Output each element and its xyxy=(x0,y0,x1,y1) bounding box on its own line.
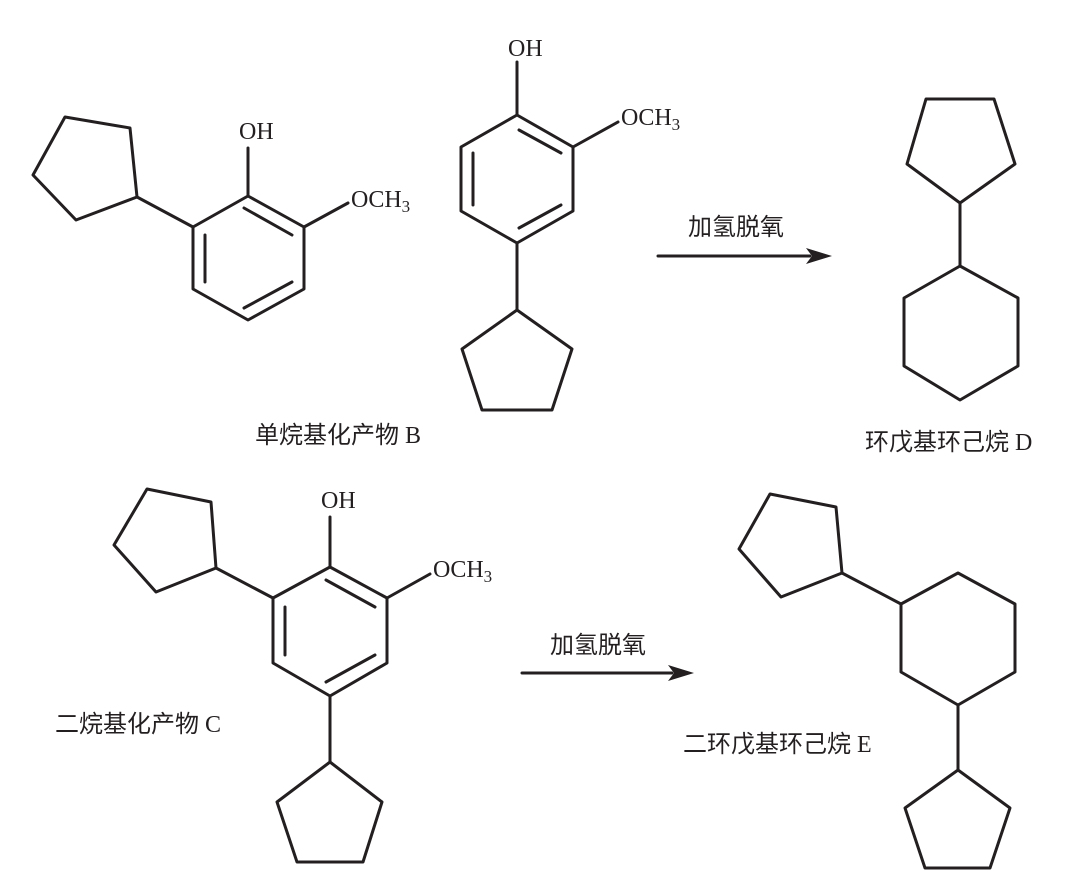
cyclopentyl-attachment-bond-ortho xyxy=(214,566,275,600)
methoxy-bond xyxy=(385,572,432,600)
reaction-arrow-bottom: 加氢脱氧 xyxy=(520,631,694,681)
methoxy-label: OCH3 xyxy=(621,105,680,134)
cyclopentyl-ring xyxy=(31,115,139,222)
cyclopentane-ring-lower xyxy=(903,768,1012,870)
molecule-dicyclopentylcyclohexane xyxy=(737,492,1017,870)
hydroxyl-label: OH xyxy=(321,488,356,514)
hydroxyl-label: OH xyxy=(239,119,274,145)
aromatic-inner-bond xyxy=(242,206,294,237)
cyclopentyl-ring-ortho xyxy=(112,487,218,594)
molecule-2-cyclopentyl-6-methoxyphenol: OH OCH3 xyxy=(31,115,410,322)
aromatic-inner-bond xyxy=(517,128,563,155)
molecule-2-4-dicyclopentyl-6-methoxyphenol: OH OCH3 xyxy=(112,487,492,864)
molecule-cyclopentylcyclohexane xyxy=(902,97,1020,402)
benzene-ring xyxy=(271,565,389,698)
cyclopentyl-ring-para xyxy=(275,760,384,864)
arrow-label-bottom: 加氢脱氧 xyxy=(550,631,646,659)
reaction-arrow-top: 加氢脱氧 xyxy=(656,213,832,264)
cyclopentane-ring xyxy=(905,97,1017,205)
aromatic-inner-bond xyxy=(324,653,377,684)
cyclohexane-ring xyxy=(902,264,1020,402)
aromatic-inner-bond xyxy=(517,203,563,230)
methoxy-bond xyxy=(571,120,620,149)
methoxy-label: OCH3 xyxy=(351,187,410,216)
hydroxyl-label: OH xyxy=(508,36,543,62)
ring-linking-bond-upper xyxy=(840,571,903,606)
aromatic-inner-bond xyxy=(242,280,294,310)
arrow-head xyxy=(806,248,832,264)
arrow-head xyxy=(668,665,694,681)
cyclopentyl-ring xyxy=(460,308,574,412)
benzene-ring xyxy=(459,113,575,245)
cyclohexane-ring xyxy=(899,571,1017,707)
molecule-4-cyclopentyl-2-methoxyphenol: OH OCH3 xyxy=(459,36,680,412)
methoxy-bond xyxy=(302,201,350,229)
aromatic-inner-bond xyxy=(324,578,377,609)
cyclopentane-ring-upper xyxy=(737,492,844,599)
methoxy-label: OCH3 xyxy=(433,557,492,586)
cyclopentyl-attachment-bond xyxy=(135,195,195,229)
benzene-ring xyxy=(191,194,306,322)
arrow-label-top: 加氢脱氧 xyxy=(688,213,784,241)
